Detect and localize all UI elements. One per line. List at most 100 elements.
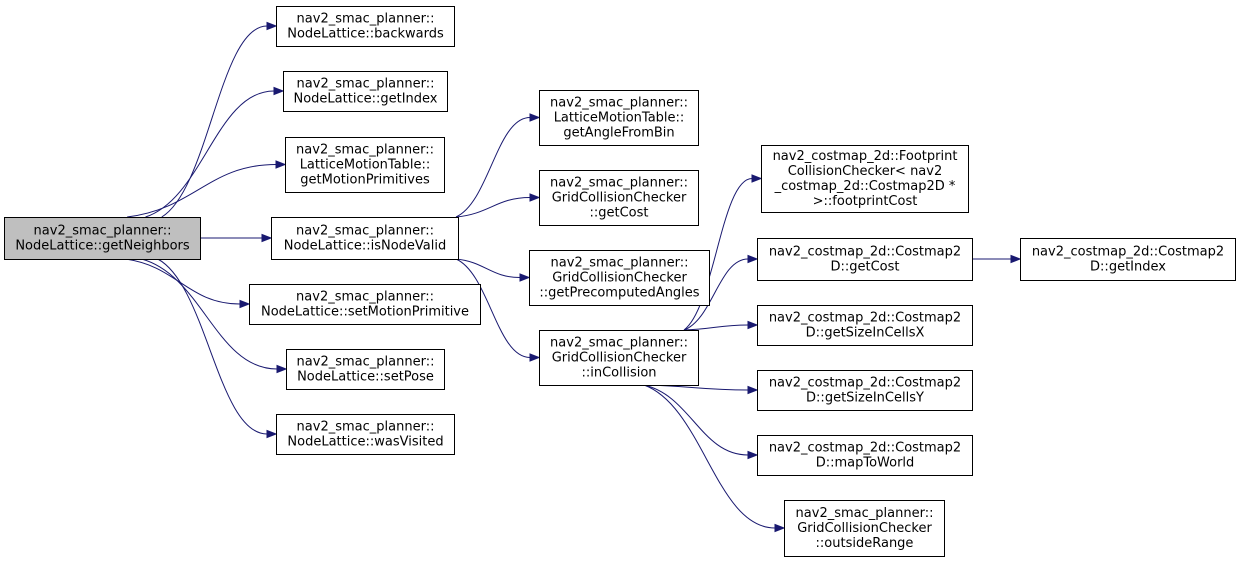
arrowhead xyxy=(275,160,287,169)
arrowhead xyxy=(519,273,531,282)
node-label-line: nav2_costmap_2d::Costmap2 xyxy=(769,245,961,260)
edge-inCollision-to-mapToWorld xyxy=(643,384,759,460)
node-getNeighbors[interactable]: nav2_smac_planner::NodeLattice::getNeigh… xyxy=(4,217,201,260)
arrowhead xyxy=(261,233,273,243)
node-box xyxy=(757,435,973,476)
node-label-line: GridCollisionChecker xyxy=(552,191,687,206)
node-gccGetCost[interactable]: nav2_smac_planner::GridCollisionChecker:… xyxy=(539,170,699,226)
edge-cmGetCost-to-cmGetIndex xyxy=(972,254,1022,264)
node-label-line: GridCollisionChecker xyxy=(552,351,687,366)
node-label-line: nav2_smac_planner:: xyxy=(297,12,435,27)
node-label-line: nav2_costmap_2d::Footprint xyxy=(773,149,958,164)
node-box xyxy=(539,90,699,146)
node-label-line: nav2_smac_planner:: xyxy=(550,96,688,111)
edge-line xyxy=(455,197,531,218)
node-label-line: nav2_smac_planner:: xyxy=(550,336,688,351)
edge-getNeighbors-to-isNodeValid xyxy=(199,233,273,243)
node-box xyxy=(4,217,201,260)
node-label-line: ::inCollision xyxy=(581,366,656,381)
edge-line xyxy=(141,258,278,370)
node-setPose[interactable]: nav2_smac_planner::NodeLattice::setPose xyxy=(286,349,445,390)
node-label-line: NodeLattice::isNodeValid xyxy=(284,239,447,254)
node-label-line: D::getIndex xyxy=(1090,260,1166,275)
edge-isNodeValid-to-gccGetCost xyxy=(455,193,541,218)
node-label-line: _costmap_2d::Costmap2D * xyxy=(774,179,956,194)
node-box xyxy=(757,238,973,281)
node-box xyxy=(283,71,448,112)
node-getMotionPrimitives[interactable]: nav2_smac_planner::LatticeMotionTable::g… xyxy=(285,137,445,193)
arrowhead xyxy=(747,254,759,264)
node-label-line: ::getPrecomputedAngles xyxy=(539,286,699,301)
edge-inCollision-to-getSizeInCellsX xyxy=(683,320,759,331)
node-label-line: nav2_smac_planner:: xyxy=(796,506,934,521)
node-getSizeInCellsY[interactable]: nav2_costmap_2d::Costmap2D::getSizeInCel… xyxy=(757,370,973,411)
node-label-line: nav2_smac_planner:: xyxy=(550,176,688,191)
edge-line xyxy=(455,117,531,218)
node-footprintCost[interactable]: nav2_costmap_2d::FootprintCollisionCheck… xyxy=(761,145,969,213)
edge-line xyxy=(145,90,275,218)
node-getSizeInCellsX[interactable]: nav2_costmap_2d::Costmap2D::getSizeInCel… xyxy=(757,305,973,346)
node-label-line: NodeLattice::getNeighbors xyxy=(15,239,190,254)
node-outsideRange[interactable]: nav2_smac_planner::GridCollisionChecker:… xyxy=(784,500,945,557)
node-label-line: nav2_smac_planner:: xyxy=(296,224,434,239)
node-box xyxy=(757,305,973,346)
node-mapToWorld[interactable]: nav2_costmap_2d::Costmap2D::mapToWorld xyxy=(757,435,973,476)
node-backwards[interactable]: nav2_smac_planner::NodeLattice::backward… xyxy=(276,6,455,47)
node-label-line: nav2_costmap_2d::Costmap2 xyxy=(769,311,961,326)
node-label-line: nav2_smac_planner:: xyxy=(296,290,434,305)
node-cmGetIndex[interactable]: nav2_costmap_2d::Costmap2D::getIndex xyxy=(1020,238,1236,281)
node-box xyxy=(276,6,455,47)
arrowhead xyxy=(747,450,759,460)
node-label-line: LatticeMotionTable:: xyxy=(554,111,685,126)
node-box xyxy=(761,145,969,213)
node-box xyxy=(539,170,699,226)
nodes-layer: nav2_smac_planner::NodeLattice::getNeigh… xyxy=(4,6,1236,557)
node-label-line: >::footprintCost xyxy=(813,194,918,209)
node-box xyxy=(539,330,699,386)
edge-line xyxy=(125,258,241,305)
arrowhead xyxy=(529,113,541,122)
node-box xyxy=(529,250,710,306)
node-cmGetCost[interactable]: nav2_costmap_2d::Costmap2D::getCost xyxy=(757,238,973,281)
node-setMotionPrimitive[interactable]: nav2_smac_planner::NodeLattice::setMotio… xyxy=(249,284,481,325)
edges-layer xyxy=(125,21,1022,533)
node-label-line: GridCollisionChecker xyxy=(797,521,932,536)
node-label-line: nav2_smac_planner:: xyxy=(551,256,689,271)
node-label-line: nav2_smac_planner:: xyxy=(297,420,435,435)
edge-inCollision-to-getSizeInCellsY xyxy=(643,384,759,395)
node-label-line: D::getSizeInCellsY xyxy=(806,391,924,406)
node-getIndex[interactable]: nav2_smac_planner::NodeLattice::getIndex xyxy=(283,71,448,112)
edge-getNeighbors-to-setPose xyxy=(141,258,288,374)
node-getPrecomputedAngles[interactable]: nav2_smac_planner::GridCollisionChecker:… xyxy=(529,250,710,306)
edge-line xyxy=(127,164,277,218)
node-getAngleFromBin[interactable]: nav2_smac_planner::LatticeMotionTable::g… xyxy=(539,90,699,146)
node-label-line: NodeLattice::backwards xyxy=(287,27,444,42)
node-label-line: nav2_smac_planner:: xyxy=(297,77,435,92)
arrowhead xyxy=(747,385,759,395)
node-label-line: CollisionChecker< nav2 xyxy=(788,164,943,179)
node-label-line: D::getCost xyxy=(830,260,899,275)
edge-getNeighbors-to-setMotionPrimitive xyxy=(125,258,251,309)
edge-line xyxy=(643,384,749,456)
node-label-line: nav2_smac_planner:: xyxy=(34,224,172,239)
edge-line xyxy=(683,324,749,331)
node-isNodeValid[interactable]: nav2_smac_planner::NodeLattice::isNodeVa… xyxy=(271,217,459,260)
arrowhead xyxy=(529,353,541,362)
edge-isNodeValid-to-inCollision xyxy=(455,258,541,362)
node-box xyxy=(276,414,455,455)
node-label-line: nav2_smac_planner:: xyxy=(296,143,434,158)
node-label-line: NodeLattice::wasVisited xyxy=(287,435,443,450)
node-label-line: ::getCost xyxy=(589,206,648,221)
node-label-line: LatticeMotionTable:: xyxy=(300,158,431,173)
edge-line xyxy=(455,258,521,278)
node-label-line: nav2_costmap_2d::Costmap2 xyxy=(769,376,961,391)
node-label-line: getMotionPrimitives xyxy=(300,173,430,188)
node-inCollision[interactable]: nav2_smac_planner::GridCollisionChecker:… xyxy=(539,330,699,386)
node-label-line: ::outsideRange xyxy=(816,536,914,551)
arrowhead xyxy=(239,299,251,309)
edge-getNeighbors-to-backwards xyxy=(161,21,278,218)
arrowhead xyxy=(751,174,763,183)
arrowhead xyxy=(529,193,541,202)
node-wasVisited[interactable]: nav2_smac_planner::NodeLattice::wasVisit… xyxy=(276,414,455,455)
